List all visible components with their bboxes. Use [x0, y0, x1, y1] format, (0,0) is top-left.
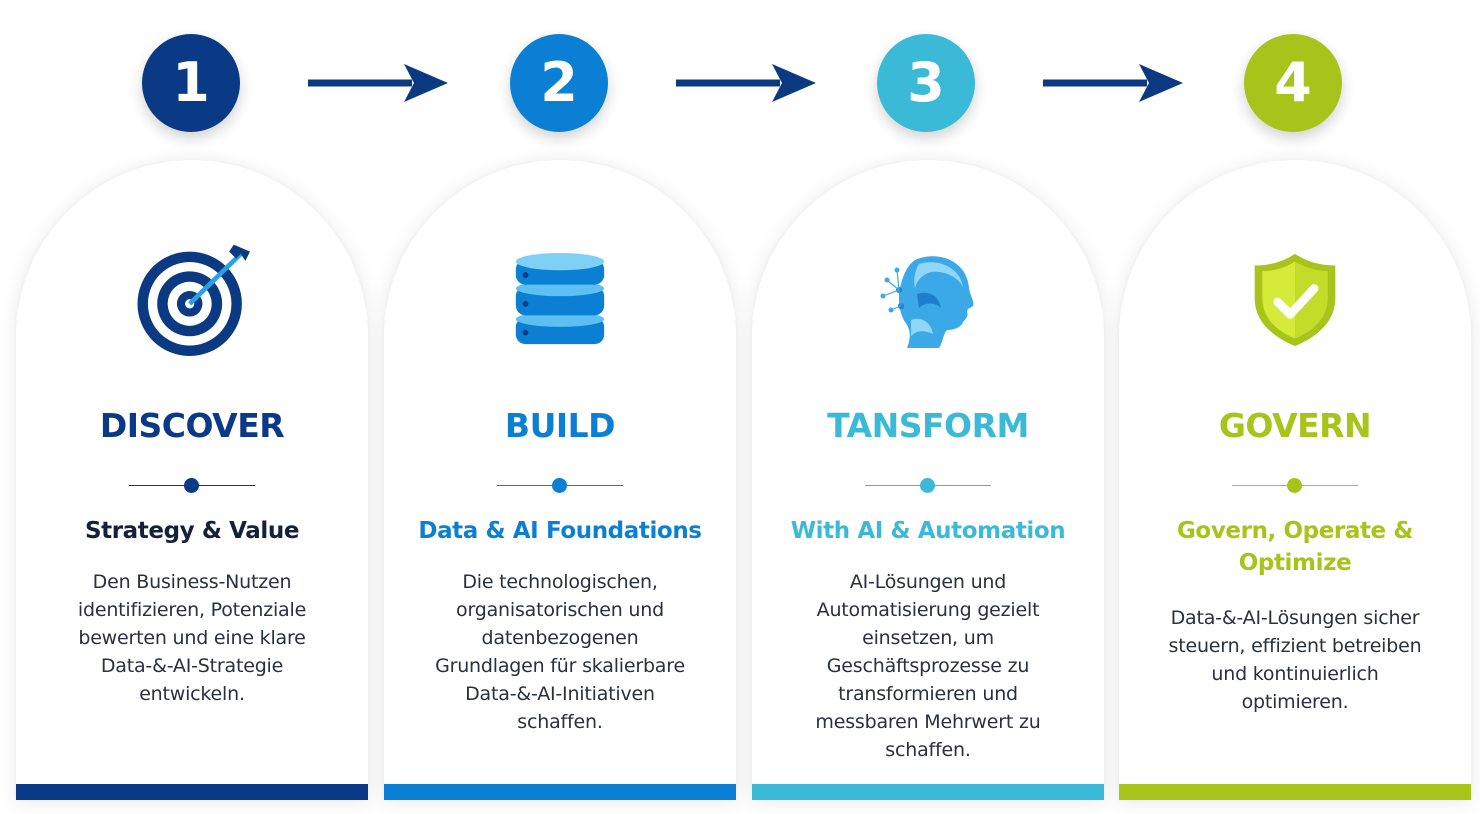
step-color-bar: [384, 784, 736, 800]
step-number-3: 3: [877, 34, 975, 132]
divider-dot: [1287, 478, 1302, 493]
arrow-right-icon: [676, 64, 816, 102]
step-title: DISCOVER: [99, 406, 285, 445]
step-title: BUILD: [504, 406, 616, 445]
arrow-right-icon: [308, 64, 448, 102]
step-card-transform: TANSFORM With AI & Automation AI-Lösunge…: [752, 160, 1104, 800]
divider-dot: [920, 478, 935, 493]
divider: [497, 478, 623, 493]
step-color-bar: [752, 784, 1104, 800]
step-number-4: 4: [1244, 34, 1342, 132]
step-title: TANSFORM: [827, 406, 1029, 445]
step-subtitle: Strategy & Value: [84, 518, 300, 544]
arrow-right-icon: [1043, 64, 1183, 102]
step-card-govern: GOVERN Govern, Operate & Optimize Data-&…: [1119, 160, 1471, 800]
step-description: Die technologischen, organisatorischen u…: [435, 571, 685, 733]
divider: [129, 478, 255, 493]
divider-dot: [184, 478, 199, 493]
step-subtitle: With AI & Automation: [790, 518, 1066, 544]
step-title: GOVERN: [1218, 406, 1372, 445]
step-description: Data-&-AI-Lösungen sicher steuern, effiz…: [1168, 607, 1422, 713]
step-subtitle: Data & AI Foundations: [418, 518, 702, 544]
step-card-build: BUILD Data & AI Foundations Die technolo…: [384, 160, 736, 800]
step-color-bar: [1119, 784, 1471, 800]
step-number-1: 1: [142, 34, 240, 132]
step-description: AI-Lösungen und Automatisierung gezielt …: [815, 571, 1041, 761]
step-card-discover: DISCOVER Strategy & Value Den Business-N…: [16, 160, 368, 800]
database-icon: [515, 252, 605, 345]
step-color-bar: [16, 784, 368, 800]
step-subtitle: Govern, Operate & Optimize: [1176, 518, 1414, 576]
divider-dot: [552, 478, 567, 493]
shield-check-icon: [1254, 253, 1336, 347]
ai-head-icon: [880, 256, 974, 348]
divider: [865, 478, 991, 493]
step-number-2: 2: [510, 34, 608, 132]
divider: [1232, 478, 1358, 493]
target-icon: [137, 244, 250, 356]
step-description: Den Business-Nutzen identifizieren, Pote…: [77, 571, 307, 705]
